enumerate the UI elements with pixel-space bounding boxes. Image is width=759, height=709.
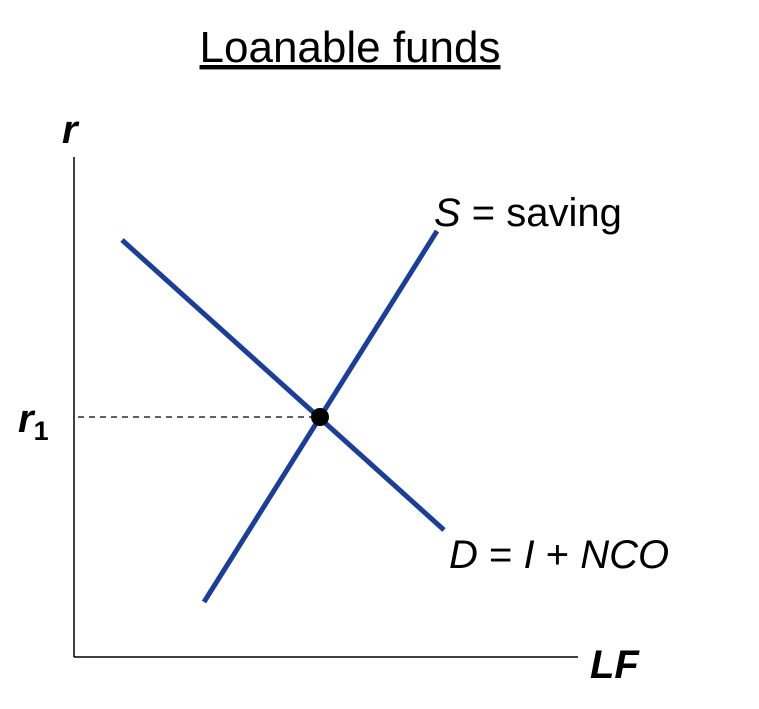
- demand-label-i: I: [523, 533, 534, 577]
- supply-label-rest: = saving: [461, 191, 622, 235]
- rate-label-sub: 1: [34, 416, 49, 446]
- demand-label-mid: =: [478, 533, 524, 577]
- rate-label-main: r: [18, 397, 36, 441]
- x-axis-label: LF: [590, 643, 640, 687]
- supply-label-var: S: [434, 191, 461, 235]
- y-axis-label: r: [62, 108, 80, 152]
- supply-label: S = saving: [434, 191, 622, 235]
- demand-label-nco: NCO: [580, 533, 669, 577]
- demand-curve: [120, 238, 446, 532]
- demand-label-plus: +: [535, 533, 581, 577]
- equilibrium-rate-label: r1: [18, 397, 49, 446]
- diagram-title: Loanable funds: [200, 23, 501, 72]
- demand-label-var: D: [449, 533, 478, 577]
- equilibrium-point: [311, 408, 329, 426]
- demand-label: D = I + NCO: [449, 533, 669, 577]
